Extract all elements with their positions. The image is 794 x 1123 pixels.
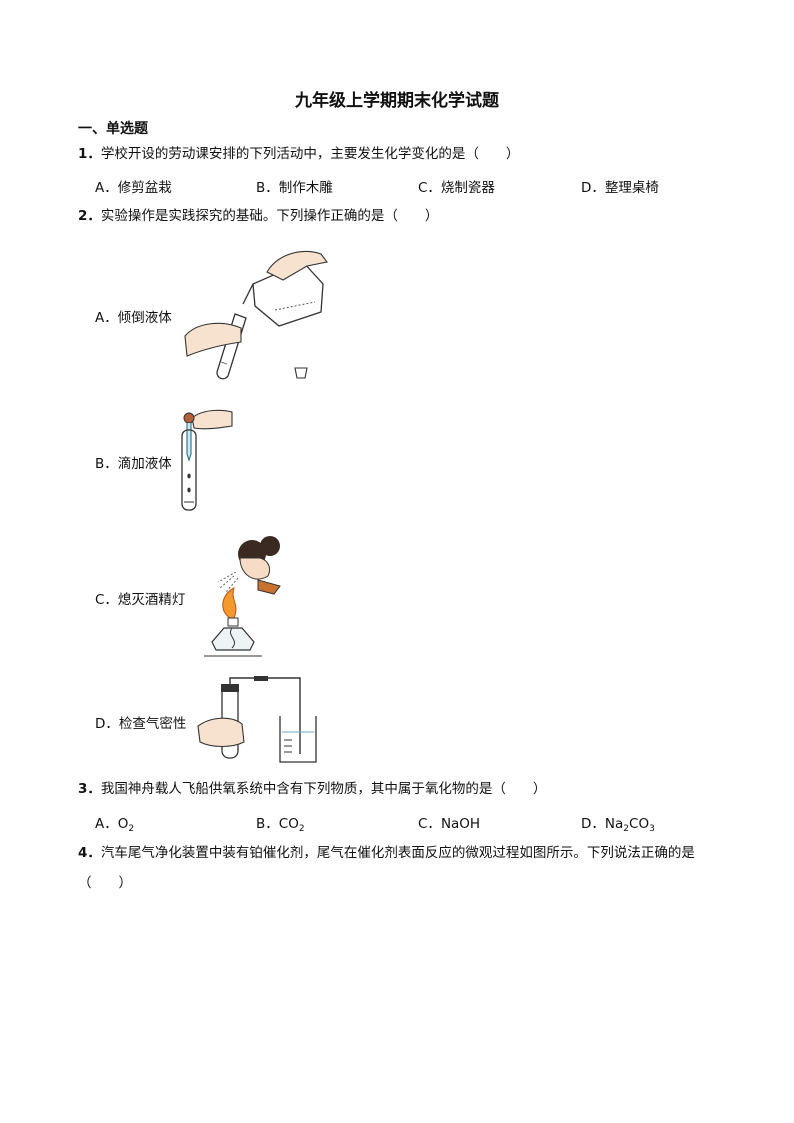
q3-option-c: C．NaOH: [418, 816, 481, 832]
q1-option-d: D．整理桌椅: [581, 180, 659, 196]
question-3-stem: 3．我国神舟载人飞船供氧系统中含有下列物质，其中属于氧化物的是（ ）: [78, 779, 546, 799]
airtightness-check-illustration: [197, 676, 317, 763]
pouring-liquid-illustration: [184, 250, 328, 380]
q2-option-a-label: A．倾倒液体: [95, 310, 172, 326]
section-heading: 一、单选题: [78, 121, 148, 137]
question-number: 4．: [78, 845, 101, 861]
q3-option-b: B．CO2: [256, 816, 305, 834]
question-text: 实验操作是实践探究的基础。下列操作正确的是（ ）: [100, 208, 439, 224]
question-text: 学校开设的劳动课安排的下列活动中，主要发生化学变化的是（ ）: [100, 146, 520, 162]
q3-option-d: D．Na2CO3: [581, 816, 655, 834]
question-text: 汽车尾气净化装置中装有铂催化剂，尾气在催化剂表面反应的微观过程如图所示。下列说法…: [100, 845, 695, 861]
q2-option-b-label: B．滴加液体: [95, 456, 172, 472]
q2-option-c-label: C．熄灭酒精灯: [95, 592, 186, 608]
q2-option-d-label: D．检查气密性: [95, 716, 187, 732]
question-number: 2．: [78, 208, 101, 224]
question-number: 1．: [78, 146, 101, 162]
q1-option-a: A．修剪盆栽: [95, 180, 172, 196]
q3-option-a: A．O2: [95, 816, 135, 834]
page-title: 九年级上学期期末化学试题: [295, 91, 499, 111]
blowing-out-lamp-illustration: [204, 536, 281, 657]
q1-option-c: C．烧制瓷器: [418, 180, 495, 196]
question-2-stem: 2．实验操作是实践探究的基础。下列操作正确的是（ ）: [78, 206, 438, 226]
question-text: 我国神舟载人飞船供氧系统中含有下列物质，其中属于氧化物的是（ ）: [100, 781, 547, 797]
dropper-illustration: [181, 409, 233, 511]
question-1-stem: 1．学校开设的劳动课安排的下列活动中，主要发生化学变化的是（ ）: [78, 144, 519, 164]
q1-option-b: B．制作木雕: [256, 180, 333, 196]
question-4-stem-continuation: （ ）: [78, 875, 132, 891]
question-number: 3．: [78, 781, 101, 797]
question-4-stem: 4．汽车尾气净化装置中装有铂催化剂，尾气在催化剂表面反应的微观过程如图所示。下列…: [78, 843, 695, 863]
